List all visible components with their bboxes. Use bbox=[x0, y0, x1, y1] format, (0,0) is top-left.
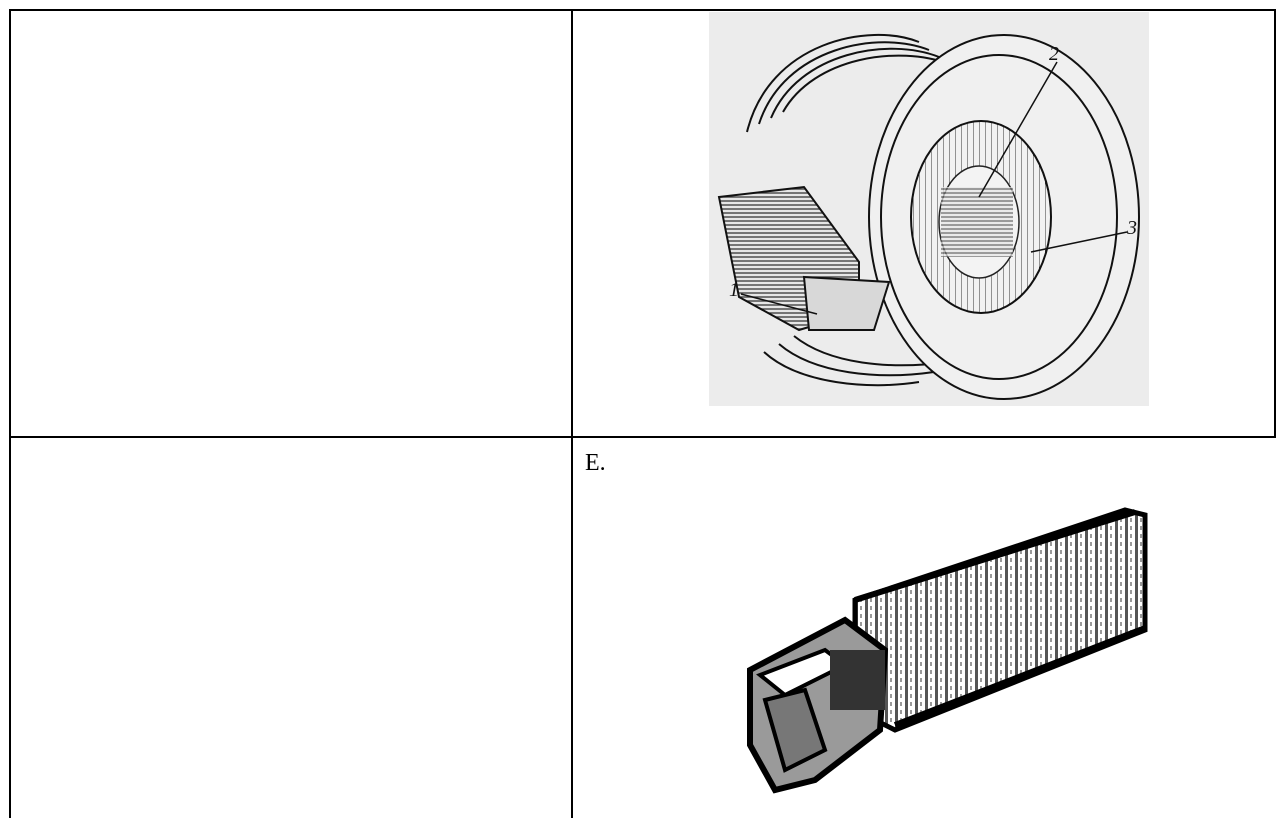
table-row-divider bbox=[9, 436, 1276, 438]
cutter-illustration: 2 3 1 bbox=[709, 12, 1149, 406]
table-border-top bbox=[9, 9, 1276, 11]
callout-2: 2 bbox=[1049, 43, 1059, 65]
tool-holder-illustration bbox=[705, 500, 1150, 800]
table-column-divider bbox=[571, 9, 573, 818]
callout-3: 3 bbox=[1126, 217, 1137, 239]
table-border-left bbox=[9, 9, 11, 818]
row-label: Е. bbox=[585, 450, 606, 476]
callout-1: 1 bbox=[729, 279, 739, 301]
table-border-right-top bbox=[1274, 9, 1276, 437]
